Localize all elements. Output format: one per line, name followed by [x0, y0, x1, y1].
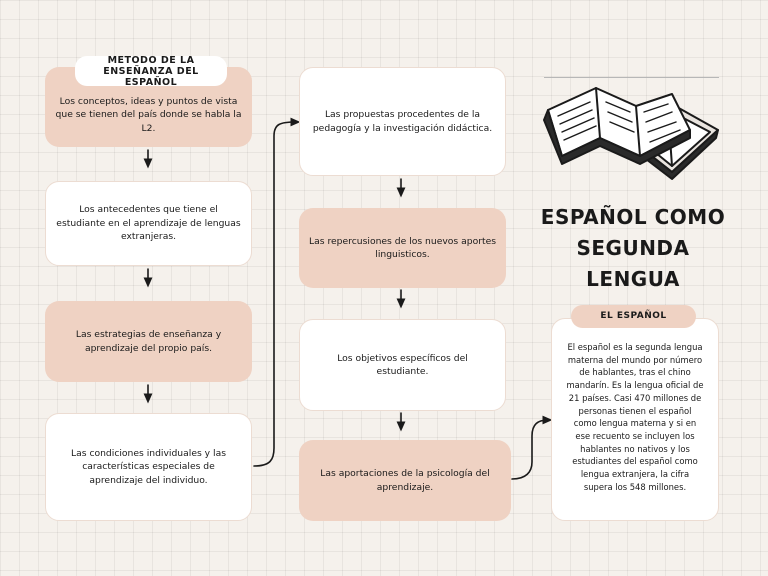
info-body: El español es la segunda lengua materna … — [566, 342, 704, 492]
middle-box-1: Las propuestas procedentes de la pedagog… — [299, 67, 506, 176]
info-header: EL ESPAÑOL — [571, 305, 696, 328]
left-box-4: Las condiciones individuales y las carac… — [45, 413, 252, 521]
connector-middle-to-info — [511, 415, 553, 480]
page-title: ESPAÑOL COMO SEGUNDA LENGUA — [540, 205, 726, 291]
info-card: El español es la segunda lengua materna … — [551, 318, 719, 521]
connector-left-to-middle — [253, 117, 301, 467]
middle-box-2: Las repercusiones de los nuevos aportes … — [299, 208, 506, 288]
divider-line — [544, 77, 719, 78]
left-box-3: Las estrategias de enseñanza y aprendiza… — [45, 301, 252, 382]
middle-box-4: Las aportaciones de la psicología del ap… — [299, 440, 511, 521]
middle-box-3: Los objetivos específicos del estudiante… — [299, 319, 506, 411]
left-column-header: METODO DE LA ENSEÑANZA DEL ESPAÑOL — [75, 55, 227, 88]
left-box-2: Los antecedentes que tiene el estudiante… — [45, 181, 252, 266]
open-book-icon — [543, 87, 719, 180]
